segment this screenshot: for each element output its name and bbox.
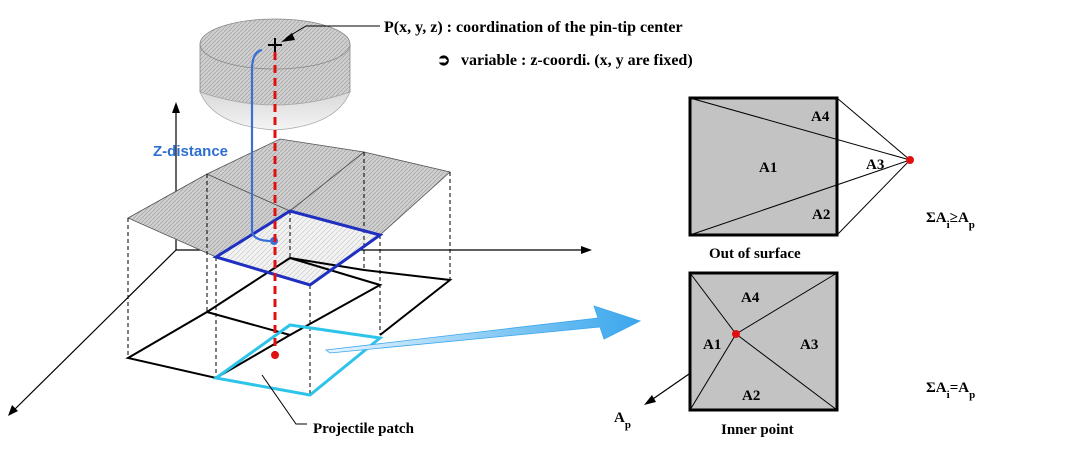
inner-square (688, 271, 839, 412)
out-point (906, 156, 914, 164)
p-leader-line (285, 25, 380, 39)
inner-formula: ΣAi=Ap (926, 380, 975, 401)
out-area-a2: A2 (812, 207, 830, 223)
grid-cell-left (125, 310, 293, 380)
out-formula: ΣAi≥Ap (926, 210, 975, 231)
out-line-bl (689, 159, 911, 236)
panel-out-of-surface: A1 A2 A3 A4 Out of surface ΣAi≥Ap (688, 96, 975, 262)
y-axis-line (11, 249, 177, 413)
out-line-tr (836, 97, 911, 161)
pin-tip (199, 18, 351, 131)
projectile-patch-outline (212, 323, 384, 397)
inner-caption: Inner point (721, 422, 794, 438)
p-leader-arrowhead (281, 33, 295, 42)
projected-grid (125, 256, 453, 380)
inner-line-tl (689, 272, 737, 335)
inner-area-a3: A3 (800, 337, 818, 353)
projectile-patch-label: Projectile patch (313, 421, 415, 437)
out-line-br (836, 159, 911, 236)
inner-area-a2: A2 (742, 388, 760, 404)
out-area-a3: A3 (866, 157, 884, 173)
inner-line-br (735, 333, 838, 411)
pin-tip-label: P(x, y, z) : coordination of the pin-tip… (384, 19, 683, 36)
out-line-tl (689, 97, 911, 161)
variable-symbol: ➲ (437, 52, 450, 69)
inner-point (732, 330, 740, 338)
x-axis-arrowhead (581, 246, 592, 254)
z-axis-arrowhead (172, 102, 180, 113)
inner-line-tr (735, 272, 838, 335)
out-caption: Out of surface (709, 246, 801, 262)
ap-arrow-line (649, 373, 690, 402)
projection-arrow (324, 305, 642, 354)
out-square (688, 96, 839, 237)
variable-label: variable : z-coordi. (x, y are fixed) (461, 52, 693, 69)
panel-inner-point: A1 A2 A3 A4 Inner point ΣAi=Ap Ap (614, 271, 975, 438)
inner-line-bl (689, 333, 737, 411)
projected-point (271, 351, 279, 359)
surface-patch-outline (212, 209, 384, 287)
grid-cell-center-edges (206, 256, 383, 336)
ap-arrowhead (644, 395, 656, 405)
out-area-a4: A4 (811, 109, 830, 125)
z-distance-path (250, 48, 273, 243)
inner-area-a4: A4 (741, 290, 760, 306)
inner-area-a1: A1 (703, 337, 721, 353)
z-distance-label: Z-distance (153, 143, 228, 160)
ap-label: Ap (614, 410, 631, 431)
patch-leader-line (261, 374, 307, 425)
out-area-a1: A1 (759, 160, 777, 176)
y-axis-arrowhead (8, 405, 18, 416)
grid-cell-right-edges (289, 257, 453, 336)
